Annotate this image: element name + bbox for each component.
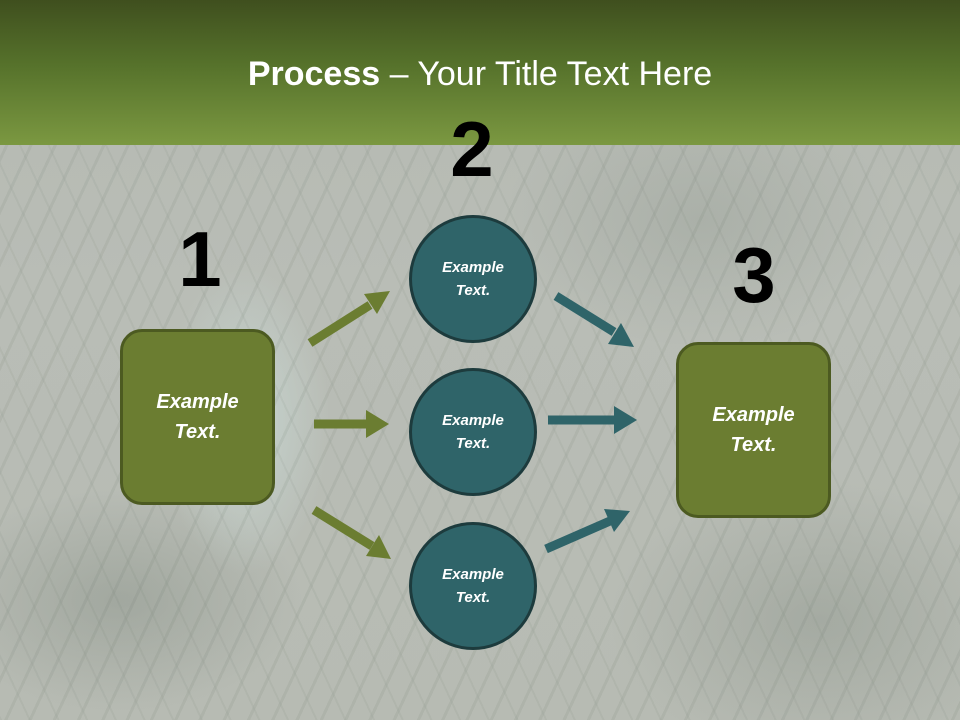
title-bold-text: Process	[247, 55, 381, 93]
arrow-top-to-right	[553, 292, 634, 347]
title-bar	[0, 0, 960, 145]
right-step-text: Example Text.	[712, 404, 795, 456]
circle-middle-text: Example Text.	[442, 412, 504, 452]
circle-top-text: Example Text.	[442, 259, 504, 299]
title-text: – Your Title Text Here	[380, 55, 713, 93]
right-step-box[interactable]: Example Text.	[676, 342, 831, 518]
arrow-left-to-top	[307, 291, 390, 347]
arrow-bottom-to-right	[544, 509, 630, 554]
arrow-middle-to-right	[548, 406, 637, 434]
circle-top[interactable]: Example Text.	[409, 215, 537, 343]
left-step-text: Example Text.	[156, 391, 239, 443]
circle-middle[interactable]: Example Text.	[409, 368, 537, 496]
circle-bottom[interactable]: Example Text.	[409, 522, 537, 650]
left-step-box[interactable]: Example Text.	[120, 329, 275, 505]
slide-title[interactable]: Process – Your Title Text Here	[0, 52, 960, 96]
step-number-1: 1	[178, 215, 222, 303]
step-number-2: 2	[450, 105, 494, 193]
arrow-left-to-middle	[314, 410, 389, 438]
step-number-3: 3	[732, 231, 776, 319]
arrow-left-to-bottom	[311, 506, 391, 559]
circle-bottom-text: Example Text.	[442, 566, 504, 606]
